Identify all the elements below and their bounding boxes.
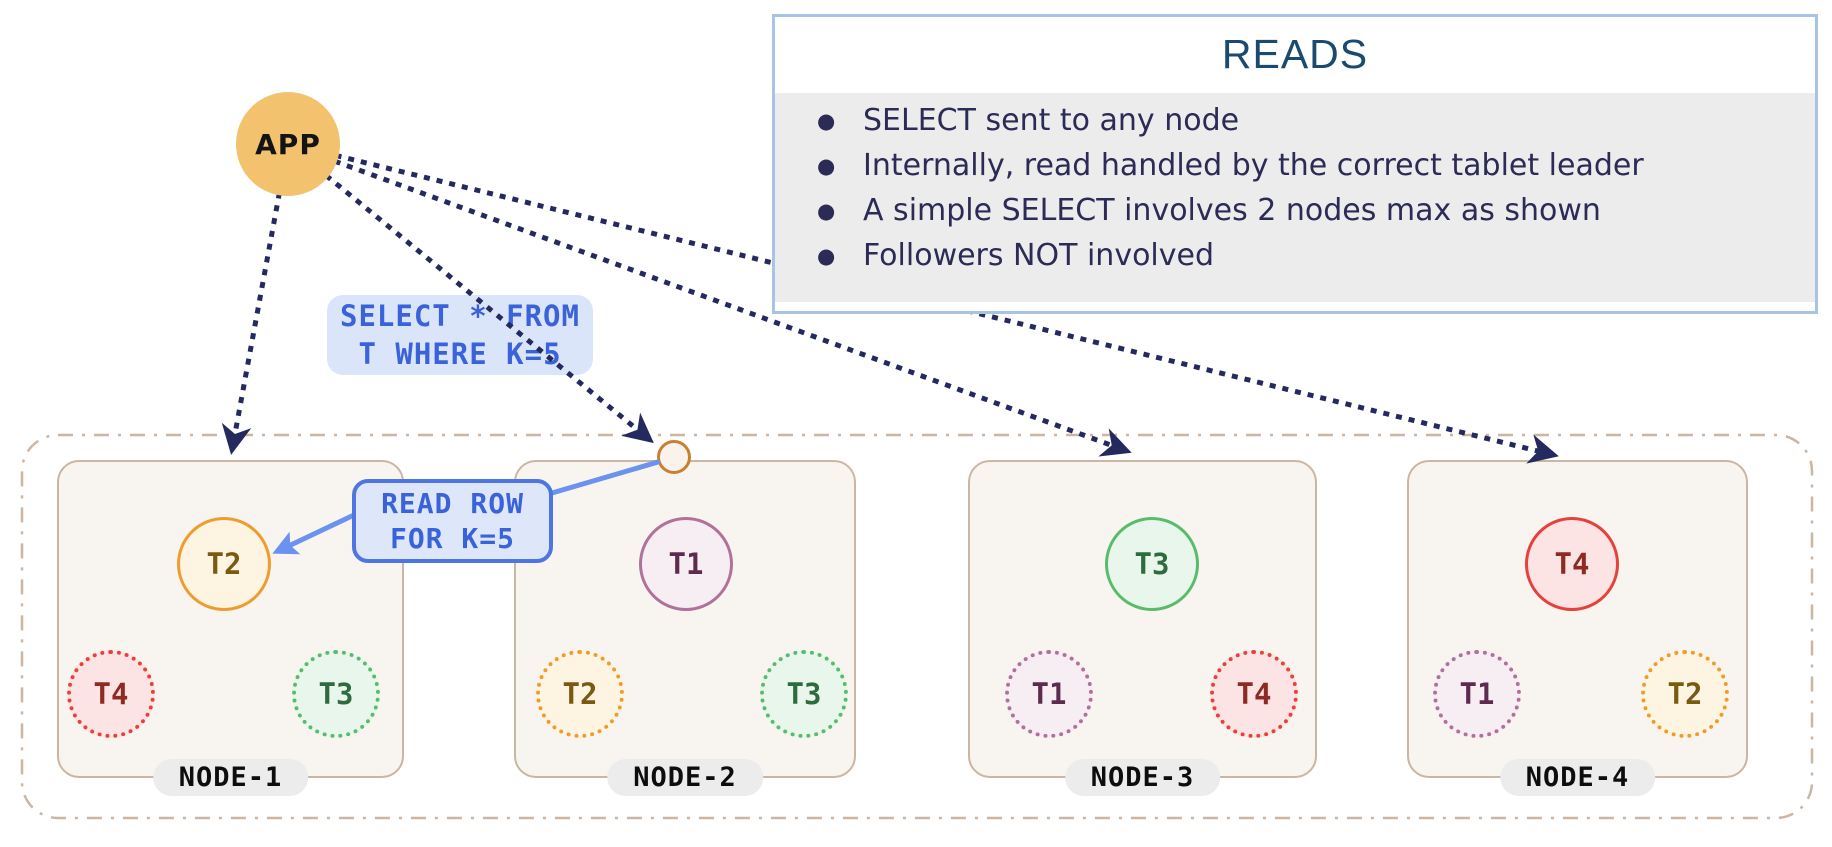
reads-bullet-text: Followers NOT involved [863, 238, 1215, 273]
reads-bullet-text: SELECT sent to any node [863, 103, 1240, 138]
node-box-2: T1 T2 T3 NODE-2 [514, 460, 856, 796]
app-to-node3-arrow [333, 158, 1132, 457]
select-query-label: SELECT * FROM T WHERE K=5 [327, 295, 593, 375]
reads-bullet-text: A simple SELECT involves 2 nodes max as … [863, 193, 1601, 228]
app-to-node1-arrow [221, 192, 282, 455]
node-badge: NODE-2 [607, 759, 763, 796]
cluster-dashed-border [20, 433, 1814, 820]
tablet-t4-follower: T4 [67, 650, 155, 738]
tablet-t2-leader: T2 [177, 517, 271, 611]
reads-bullet-item: ● SELECT sent to any node [775, 98, 1815, 143]
tablet-t3-follower: T3 [760, 650, 848, 738]
read-row-label: READ ROW FOR K=5 [352, 479, 553, 563]
read-row-line2: FOR K=5 [389, 522, 515, 555]
request-entry-point-circle [657, 440, 691, 474]
tablet-label: T1 [1031, 677, 1067, 711]
tablet-t3-follower: T3 [292, 650, 380, 738]
tablet-t2-follower: T2 [536, 650, 624, 738]
tablet-t1-follower: T1 [1433, 650, 1521, 738]
reads-panel-body: ● SELECT sent to any node ● Internally, … [775, 93, 1815, 302]
reads-bullet-item: ● A simple SELECT involves 2 nodes max a… [775, 188, 1815, 233]
reads-bullet-item: ● Internally, read handled by the correc… [775, 143, 1815, 188]
tablet-label: T1 [668, 547, 704, 581]
tablet-t1-leader: T1 [639, 517, 733, 611]
bullet-icon: ● [817, 108, 836, 133]
tablet-label: T2 [562, 677, 598, 711]
select-query-line1: SELECT * FROM [340, 299, 580, 333]
bullet-icon: ● [817, 243, 836, 268]
node-box-3: T3 T1 T4 NODE-3 [968, 460, 1317, 796]
tablet-label: T4 [1236, 677, 1272, 711]
tablet-label: T4 [93, 677, 129, 711]
node-box-4: T4 T1 T2 NODE-4 [1407, 460, 1748, 796]
tablet-label: T3 [1134, 547, 1170, 581]
read-row-to-entry-line [549, 459, 661, 496]
reads-bullet-text: Internally, read handled by the correct … [863, 148, 1644, 183]
select-query-line2: T WHERE K=5 [358, 337, 562, 371]
tablet-label: T2 [1667, 677, 1703, 711]
reads-bullet-item: ● Followers NOT involved [775, 233, 1815, 278]
read-row-line1: READ ROW [381, 487, 524, 520]
read-row-to-t2-arrow [272, 512, 357, 555]
tablet-label: T1 [1459, 677, 1495, 711]
node-badge: NODE-4 [1499, 759, 1656, 796]
app-circle: APP [236, 92, 340, 196]
tablet-label: T3 [318, 677, 354, 711]
bullet-icon: ● [817, 198, 836, 223]
tablet-label: T3 [786, 677, 822, 711]
node-box-1: T2 T4 T3 NODE-1 [57, 460, 404, 796]
node-badge: NODE-1 [152, 759, 309, 796]
tablet-label: T4 [1554, 547, 1590, 581]
reads-panel-title: READS [1221, 31, 1369, 77]
bullet-icon: ● [817, 153, 836, 178]
tablet-t4-follower: T4 [1210, 650, 1298, 738]
app-label: APP [255, 127, 321, 161]
tablet-t4-leader: T4 [1525, 517, 1619, 611]
tablet-t2-follower: T2 [1641, 650, 1729, 738]
node-badge: NODE-3 [1064, 759, 1221, 796]
tablet-label: T2 [206, 547, 242, 581]
reads-panel: READS ● SELECT sent to any node ● Intern… [772, 14, 1818, 314]
app-to-node2-arrow [324, 173, 654, 444]
tablet-t1-follower: T1 [1005, 650, 1093, 738]
tablet-t3-leader: T3 [1105, 517, 1199, 611]
